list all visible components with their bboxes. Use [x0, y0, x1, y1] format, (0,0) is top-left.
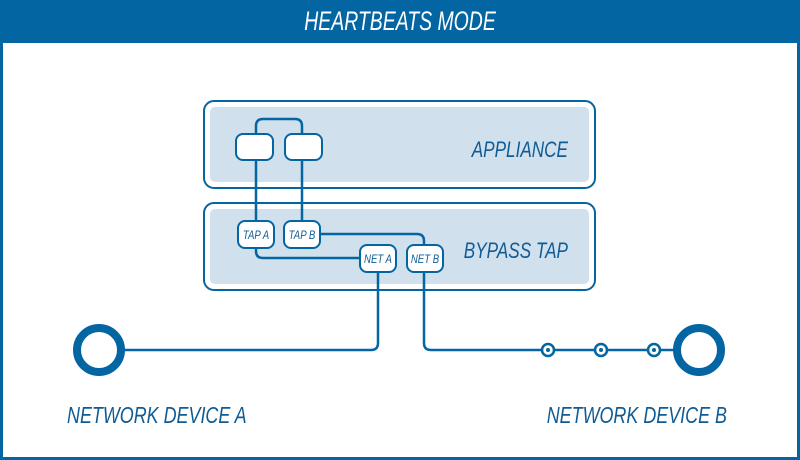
- diagram-title: HEARTBEATS MODE: [304, 6, 496, 36]
- heartbeat-node-icon: [593, 342, 609, 358]
- heartbeat-node-icon: [646, 342, 662, 358]
- device-b-icon: [673, 324, 725, 376]
- net-b-label: NET B: [411, 253, 439, 266]
- heartbeat-nodes: [540, 342, 662, 358]
- net-b-to-device-b-line: [422, 271, 674, 352]
- tap-b-to-net-b-line: [320, 232, 426, 245]
- connection-lines: [124, 117, 674, 352]
- appliance-port-2[interactable]: [284, 133, 323, 161]
- port-net-b[interactable]: NET B: [406, 244, 444, 273]
- appliance-box: APPLIANCE: [203, 100, 596, 189]
- tap-a-to-net-a-line: [254, 247, 360, 260]
- appliance-bridge-line: [254, 117, 304, 134]
- device-a-icon: [73, 324, 125, 376]
- tap-a-label: TAP A: [243, 229, 269, 242]
- net-a-to-device-a-line: [124, 271, 380, 352]
- bypass-tap-label: BYPASS TAP: [464, 239, 569, 264]
- title-bar: HEARTBEATS MODE: [0, 0, 800, 43]
- port-tap-b[interactable]: TAP B: [283, 220, 321, 249]
- net-a-label: NET A: [364, 253, 392, 266]
- device-a-label: NETWORK DEVICE A: [67, 403, 247, 429]
- port-net-a[interactable]: NET A: [359, 244, 397, 273]
- network-device-a[interactable]: NETWORK DEVICE A: [67, 324, 247, 429]
- appliance-label: APPLIANCE: [471, 138, 569, 163]
- appliance-port-1[interactable]: [235, 133, 274, 161]
- heartbeat-node-icon: [540, 342, 556, 358]
- port-tap-a[interactable]: TAP A: [237, 220, 275, 249]
- network-device-b[interactable]: NETWORK DEVICE B: [547, 324, 727, 429]
- device-b-label: NETWORK DEVICE B: [547, 403, 727, 429]
- tap-b-label: TAP B: [289, 229, 316, 242]
